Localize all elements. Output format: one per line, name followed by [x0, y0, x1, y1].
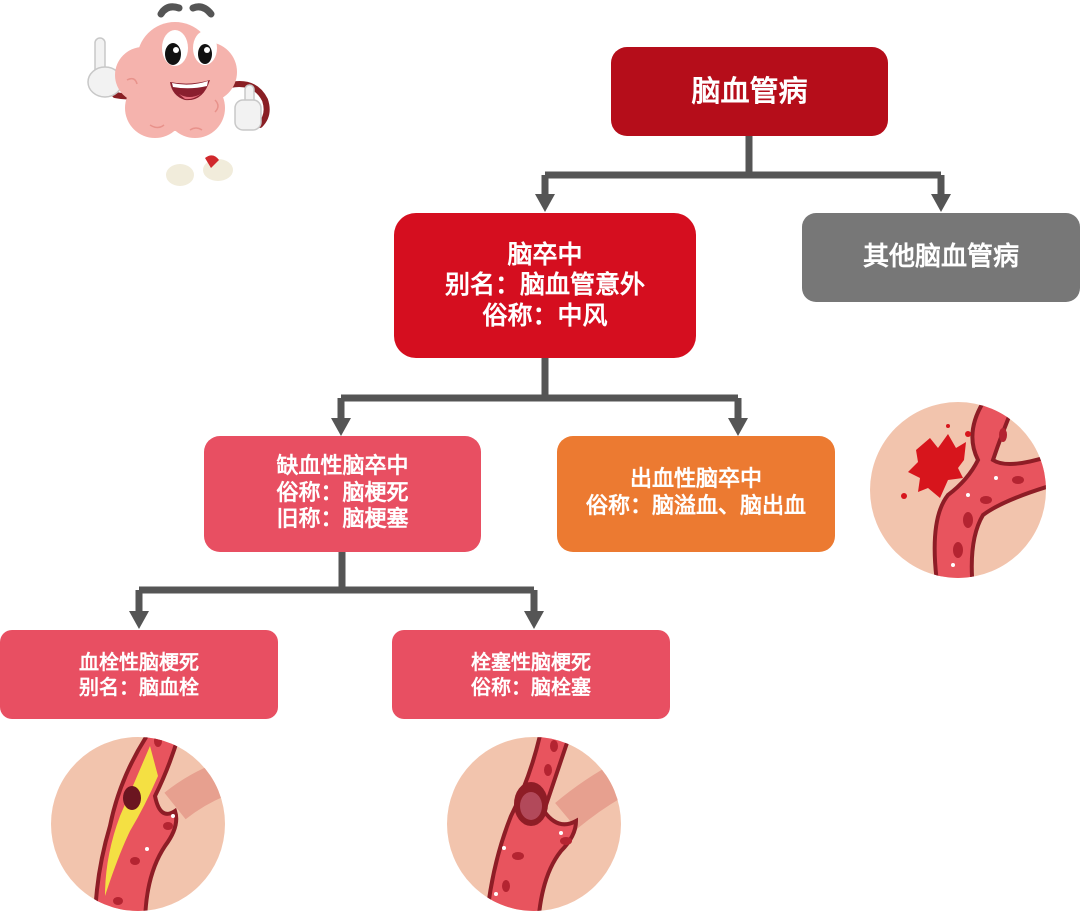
edge-stroke-children: [337, 358, 742, 420]
node-common-name: 俗称：脑栓塞: [471, 674, 591, 699]
node-common-name: 俗称：中风: [482, 300, 608, 330]
node-common-name: 俗称：脑溢血、脑出血: [585, 494, 806, 519]
arrow-to-other: [931, 194, 951, 212]
node-cerebrovascular-disease: 脑血管病: [611, 47, 888, 136]
node-title: 缺血性脑卒中: [276, 453, 409, 479]
node-alias: 别名：脑血管意外: [444, 270, 645, 300]
hemorrhage-vessel-icon: [870, 402, 1046, 578]
edge-root-children: [541, 136, 945, 196]
node-old-name: 旧称：脑梗塞: [276, 507, 409, 533]
node-title: 脑血管病: [691, 73, 808, 108]
node-stroke: 脑卒中 别名：脑血管意外 俗称：中风: [394, 213, 696, 358]
node-thrombotic-infarction: 血栓性脑梗死 别名：脑血栓: [0, 630, 278, 719]
arrow-to-hemorrhagic: [728, 418, 748, 436]
node-common-name: 俗称：脑梗死: [276, 480, 409, 506]
arrow-to-stroke: [535, 194, 555, 212]
brain-mascot-icon: [87, 3, 270, 186]
thrombus-vessel-icon: [51, 737, 225, 911]
node-title: 脑卒中: [507, 239, 583, 269]
node-title: 其他脑血管病: [862, 241, 1019, 272]
node-ischemic-stroke: 缺血性脑卒中 俗称：脑梗死 旧称：脑梗塞: [204, 436, 481, 552]
node-embolic-infarction: 栓塞性脑梗死 俗称：脑栓塞: [392, 630, 670, 719]
arrow-to-thrombotic: [129, 611, 149, 629]
embolus-vessel-icon: [447, 737, 621, 911]
node-title: 出血性脑卒中: [629, 467, 762, 493]
edge-ischemic-children: [135, 552, 538, 613]
node-title: 血栓性脑梗死: [79, 650, 199, 675]
node-title: 栓塞性脑梗死: [471, 650, 591, 675]
arrow-to-ischemic: [331, 418, 351, 436]
node-hemorrhagic-stroke: 出血性脑卒中 俗称：脑溢血、脑出血: [557, 436, 835, 552]
arrow-to-embolic: [524, 611, 544, 629]
node-other-cerebrovascular: 其他脑血管病: [802, 213, 1080, 302]
node-alias: 别名：脑血栓: [79, 674, 199, 699]
